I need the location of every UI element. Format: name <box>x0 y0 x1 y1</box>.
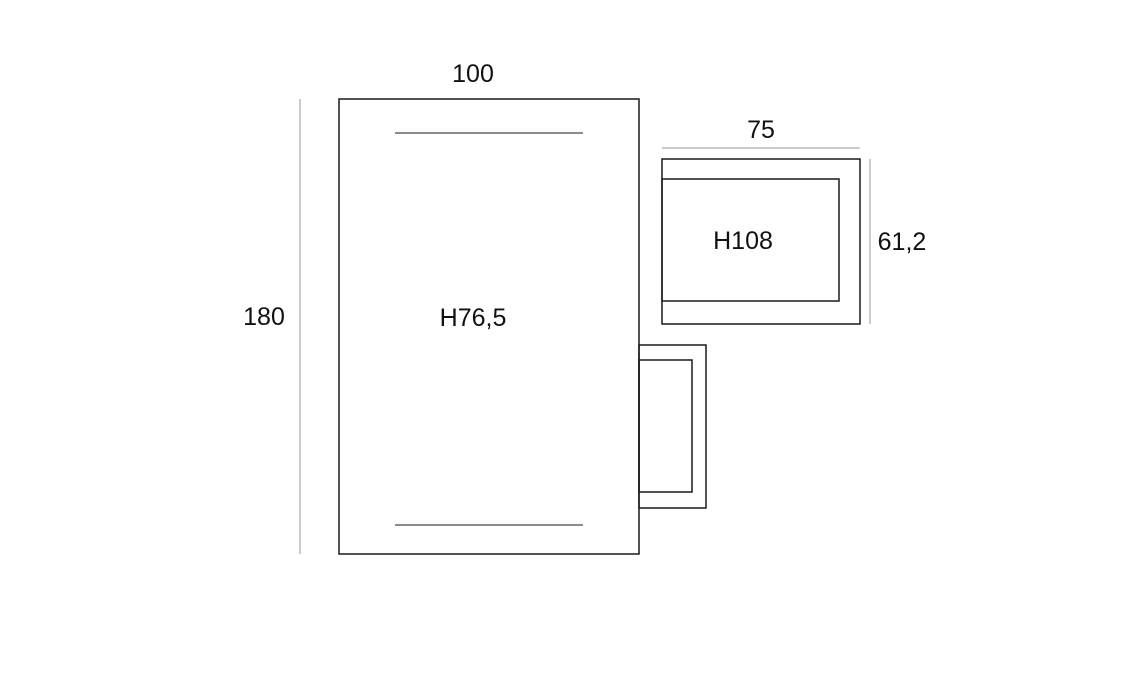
desk-outline <box>338 98 640 555</box>
cabinet-inner-outline <box>661 178 840 302</box>
desk-height-label: H76,5 <box>440 304 507 332</box>
desk-side-drawer-outer <box>638 344 707 509</box>
desk-side-drawer-inner <box>638 359 693 493</box>
cabinet-height-label: H108 <box>713 227 773 255</box>
desk-depth-label: 180 <box>243 303 285 331</box>
cabinet-width-label: 75 <box>747 116 775 144</box>
desk-width-label: 100 <box>452 60 494 88</box>
cabinet-depth-label: 61,2 <box>878 228 927 256</box>
